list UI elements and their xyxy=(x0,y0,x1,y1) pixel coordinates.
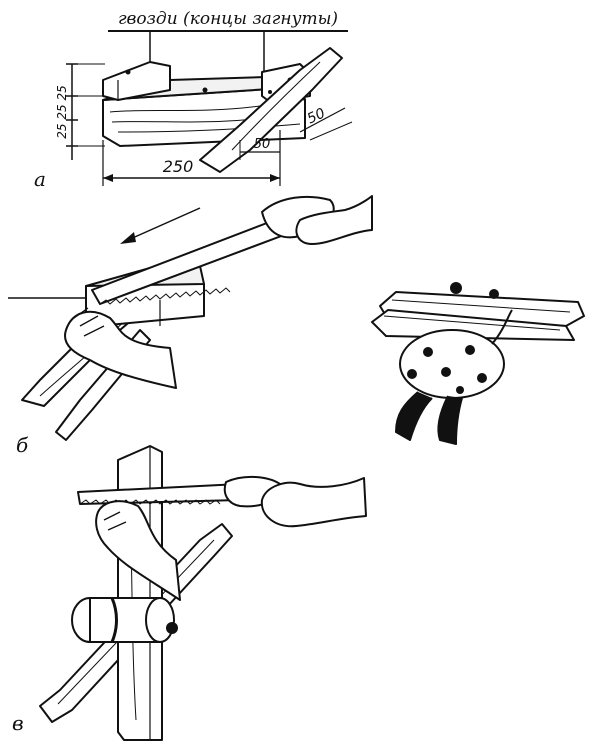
nails-caption: гвозди (концы загнуты) xyxy=(118,9,338,29)
panel-label-a: а xyxy=(34,167,46,191)
dimension-50-end: 50 xyxy=(254,137,271,152)
panel-label-v: в xyxy=(12,711,24,735)
dimension-250: 250 xyxy=(163,157,194,176)
panel-b-sawing-drawing xyxy=(8,195,373,441)
panel-a-jig-drawing xyxy=(66,30,353,186)
panel-v-sawing-drawing xyxy=(39,445,367,741)
cartoon-carrier-illustration xyxy=(371,282,585,445)
dimension-vertical-25: 25 25 25 xyxy=(55,85,69,138)
panel-label-b: б xyxy=(16,433,29,457)
dimension-50-side: 50 xyxy=(305,105,328,127)
